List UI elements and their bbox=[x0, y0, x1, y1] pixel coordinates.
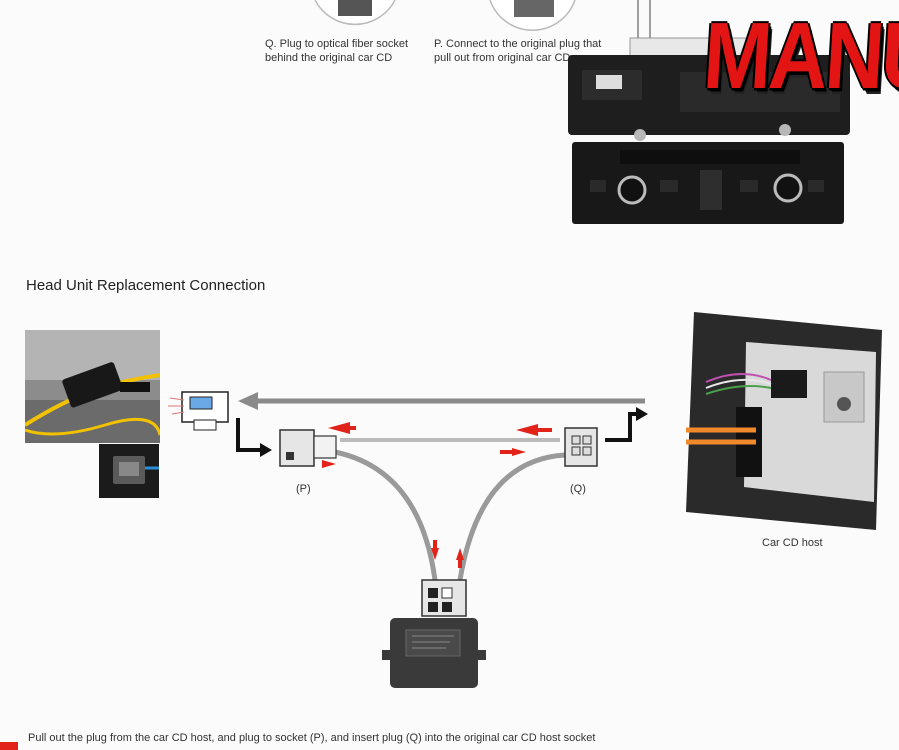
module-connector bbox=[421, 579, 467, 617]
label-p: (P) bbox=[296, 483, 311, 495]
plug-closeup-photo bbox=[99, 444, 159, 498]
harness-connector-left bbox=[168, 391, 229, 431]
label-q: (Q) bbox=[570, 483, 586, 495]
label-car-cd-host: Car CD host bbox=[762, 537, 823, 549]
long-arrow-head bbox=[238, 392, 258, 410]
connector-p bbox=[279, 429, 337, 467]
bent-arrow-right bbox=[605, 412, 640, 442]
cable-q bbox=[457, 452, 566, 581]
cable-p bbox=[334, 449, 438, 581]
connector-q bbox=[564, 427, 598, 467]
top-connector-images bbox=[314, 0, 576, 31]
bent-arrow-left bbox=[236, 418, 265, 452]
corner-marker bbox=[0, 742, 18, 750]
car-cd-unit-photo bbox=[568, 0, 850, 224]
manual-watermark: MANUAL bbox=[700, 4, 899, 109]
fiber-plug-photo bbox=[25, 330, 160, 443]
instruction-text: Pull out the plug from the car CD host, … bbox=[28, 732, 596, 744]
red-flow-arrows bbox=[322, 422, 552, 468]
connector-q-body bbox=[338, 0, 372, 16]
connector-p-body bbox=[514, 0, 554, 17]
caption-q: Q. Plug to optical fiber socket behind t… bbox=[265, 38, 409, 64]
connection-diagram bbox=[168, 391, 648, 688]
caption-p: P. Connect to the original plug that pul… bbox=[434, 38, 602, 64]
decoder-module bbox=[382, 618, 486, 688]
car-cd-host-photo bbox=[686, 312, 882, 530]
section-title: Head Unit Replacement Connection bbox=[26, 277, 266, 294]
